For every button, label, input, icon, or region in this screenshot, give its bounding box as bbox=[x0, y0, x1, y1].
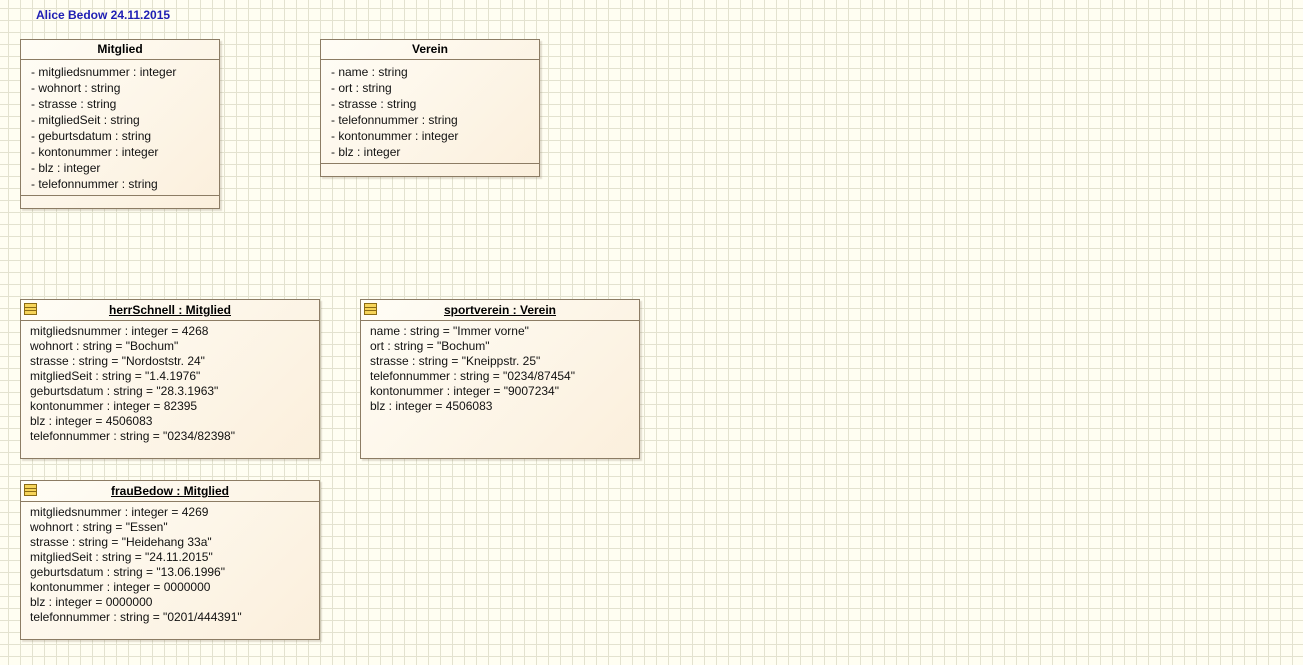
slot-value: mitgliedSeit : string = "1.4.1976" bbox=[30, 369, 201, 383]
slot-value: geburtsdatum : string = "13.06.1996" bbox=[30, 565, 225, 579]
slot-value: strasse : string = "Heidehang 33a" bbox=[30, 535, 212, 549]
object-header-fraubedow: frauBedow : Mitglied bbox=[21, 481, 319, 502]
slot-value: kontonummer : integer = 0000000 bbox=[30, 580, 211, 594]
slot-value: blz : integer = 4506083 bbox=[30, 414, 153, 428]
class-name-mitglied: Mitglied bbox=[21, 40, 219, 60]
attribute-compartment-mitglied: - mitgliedsnummer : integer - wohnort : … bbox=[21, 60, 219, 195]
object-box-fraubedow[interactable]: frauBedow : Mitglied mitgliedsnummer : i… bbox=[20, 480, 320, 640]
attribute: - geburtsdatum : string bbox=[31, 129, 152, 143]
operations-compartment-mitglied bbox=[21, 195, 219, 207]
object-name-sportverein: sportverein : Verein bbox=[443, 303, 557, 317]
slot-value: telefonnummer : string = "0234/87454" bbox=[370, 369, 575, 383]
attribute: - mitgliedsnummer : integer bbox=[31, 65, 177, 79]
attribute: - telefonnummer : string bbox=[31, 177, 158, 191]
slot-value: wohnort : string = "Essen" bbox=[30, 520, 168, 534]
slot-compartment-sportverein: name : string = "Immer vorne" ort : stri… bbox=[361, 321, 639, 414]
slot-value: blz : integer = 4506083 bbox=[370, 399, 493, 413]
attribute: - blz : integer bbox=[31, 161, 101, 175]
class-box-mitglied[interactable]: Mitglied - mitgliedsnummer : integer - w… bbox=[20, 39, 220, 209]
operations-compartment-verein bbox=[321, 163, 539, 175]
slot-value: geburtsdatum : string = "28.3.1963" bbox=[30, 384, 219, 398]
slot-value: telefonnummer : string = "0201/444391" bbox=[30, 610, 242, 624]
attribute: - ort : string bbox=[331, 81, 392, 95]
object-name-herrschnell: herrSchnell : Mitglied bbox=[108, 303, 231, 317]
class-name-verein: Verein bbox=[321, 40, 539, 60]
object-instance-icon bbox=[24, 484, 37, 496]
slot-value: kontonummer : integer = "9007234" bbox=[370, 384, 559, 398]
attribute: - wohnort : string bbox=[31, 81, 121, 95]
slot-value: wohnort : string = "Bochum" bbox=[30, 339, 179, 353]
object-box-herrschnell[interactable]: herrSchnell : Mitglied mitgliedsnummer :… bbox=[20, 299, 320, 459]
attribute: - strasse : string bbox=[31, 97, 117, 111]
object-box-sportverein[interactable]: sportverein : Verein name : string = "Im… bbox=[360, 299, 640, 459]
object-header-herrschnell: herrSchnell : Mitglied bbox=[21, 300, 319, 321]
slot-value: blz : integer = 0000000 bbox=[30, 595, 153, 609]
slot-value: ort : string = "Bochum" bbox=[370, 339, 490, 353]
object-header-sportverein: sportverein : Verein bbox=[361, 300, 639, 321]
slot-value: telefonnummer : string = "0234/82398" bbox=[30, 429, 235, 443]
slot-value: strasse : string = "Nordoststr. 24" bbox=[30, 354, 205, 368]
slot-value: mitgliedsnummer : integer = 4269 bbox=[30, 505, 209, 519]
object-instance-icon bbox=[364, 303, 377, 315]
object-instance-icon bbox=[24, 303, 37, 315]
attribute: - kontonummer : integer bbox=[331, 129, 459, 143]
attribute: - mitgliedSeit : string bbox=[31, 113, 140, 127]
attribute: - blz : integer bbox=[331, 145, 401, 159]
attribute: - name : string bbox=[331, 65, 408, 79]
attribute: - kontonummer : integer bbox=[31, 145, 159, 159]
class-box-verein[interactable]: Verein - name : string - ort : string - … bbox=[320, 39, 540, 177]
slot-value: mitgliedsnummer : integer = 4268 bbox=[30, 324, 209, 338]
slot-value: kontonummer : integer = 82395 bbox=[30, 399, 198, 413]
attribute: - telefonnummer : string bbox=[331, 113, 458, 127]
slot-compartment-fraubedow: mitgliedsnummer : integer = 4269 wohnort… bbox=[21, 502, 319, 625]
attribute-compartment-verein: - name : string - ort : string - strasse… bbox=[321, 60, 539, 163]
slot-value: name : string = "Immer vorne" bbox=[370, 324, 529, 338]
slot-value: mitgliedSeit : string = "24.11.2015" bbox=[30, 550, 213, 564]
slot-value: strasse : string = "Kneippstr. 25" bbox=[370, 354, 541, 368]
attribute: - strasse : string bbox=[331, 97, 417, 111]
slot-compartment-herrschnell: mitgliedsnummer : integer = 4268 wohnort… bbox=[21, 321, 319, 444]
object-name-fraubedow: frauBedow : Mitglied bbox=[111, 484, 229, 498]
diagram-title[interactable]: Alice Bedow 24.11.2015 bbox=[36, 8, 171, 22]
